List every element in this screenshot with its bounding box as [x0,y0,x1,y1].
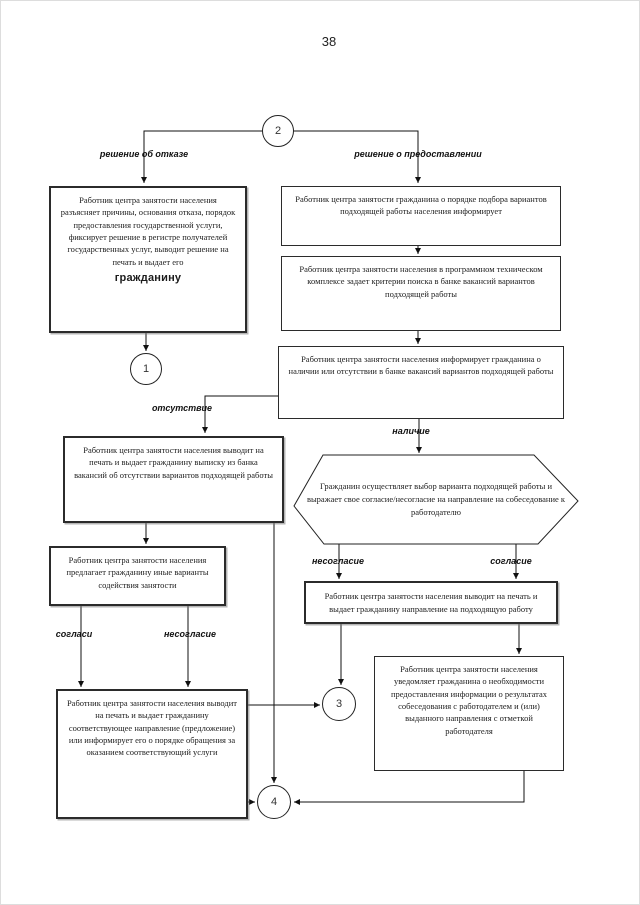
connector-circle-1: 1 [130,353,162,385]
connector-4-label: 4 [270,796,278,808]
decision-citizen-choice-text: Гражданин осуществляет выбор варианта по… [306,481,566,517]
page-number: 38 [321,34,337,49]
block-inform-selection-text: Работник центра занятости гражданина о п… [295,194,547,217]
block-inform-availability-text: Работник центра занятости населения инфо… [288,354,554,377]
block-notify-results-text: Работник центра занятости населения увед… [390,664,548,736]
block-print-referral-offer-text: Работник центра занятости населения выво… [66,698,238,758]
block-extract-no-vacancies-text: Работник центра занятости населения выво… [74,445,273,480]
block-notify-results: Работник центра занятости населения увед… [374,656,564,771]
connector-circle-2: 2 [262,115,294,147]
branch-label-agree: согласие [490,556,532,566]
block-offer-other-options: Работник центра занятости населения пред… [49,546,226,606]
block-extract-no-vacancies: Работник центра занятости населения выво… [63,436,284,523]
connector-3-label: 3 [335,698,343,710]
block-offer-other-options-text: Работник центра занятости населения пред… [66,555,209,590]
branch-label-provision: решение о предоставлении [354,149,482,159]
decision-hexagon-shape [293,454,579,545]
block-search-criteria: Работник центра занятости населения в пр… [281,256,561,331]
block-search-criteria-text: Работник центра занятости населения в пр… [299,264,543,299]
block-refusal-explain: Работник центра занятости населения разъ… [49,186,247,333]
branch-label-disagree: несогласие [312,556,364,566]
branch-label-absence: отсутствие [151,403,213,413]
connector-circle-3: 3 [322,687,356,721]
connector-1-label: 1 [142,363,150,375]
block-refusal-explain-emphasis: гражданину [114,271,182,284]
connector-2-label: 2 [274,125,282,137]
decision-citizen-choice: Гражданин осуществляет выбор варианта по… [306,459,566,540]
block-inform-selection: Работник центра занятости гражданина о п… [281,186,561,246]
block-inform-availability: Работник центра занятости населения инфо… [278,346,564,419]
branch-label-agree-left: согласи [55,629,93,639]
block-print-referral-offer: Работник центра занятости населения выво… [56,689,248,819]
block-print-referral-work-text: Работник центра занятости населения выво… [324,591,538,614]
connector-circle-4: 4 [257,785,291,819]
branch-label-presence: наличие [392,426,430,436]
block-refusal-explain-text: Работник центра занятости населения разъ… [60,195,236,267]
branch-label-refusal: решение об отказе [99,149,189,159]
branch-label-disagree-left: несогласие [164,629,216,639]
block-print-referral-work: Работник центра занятости населения выво… [304,581,558,624]
